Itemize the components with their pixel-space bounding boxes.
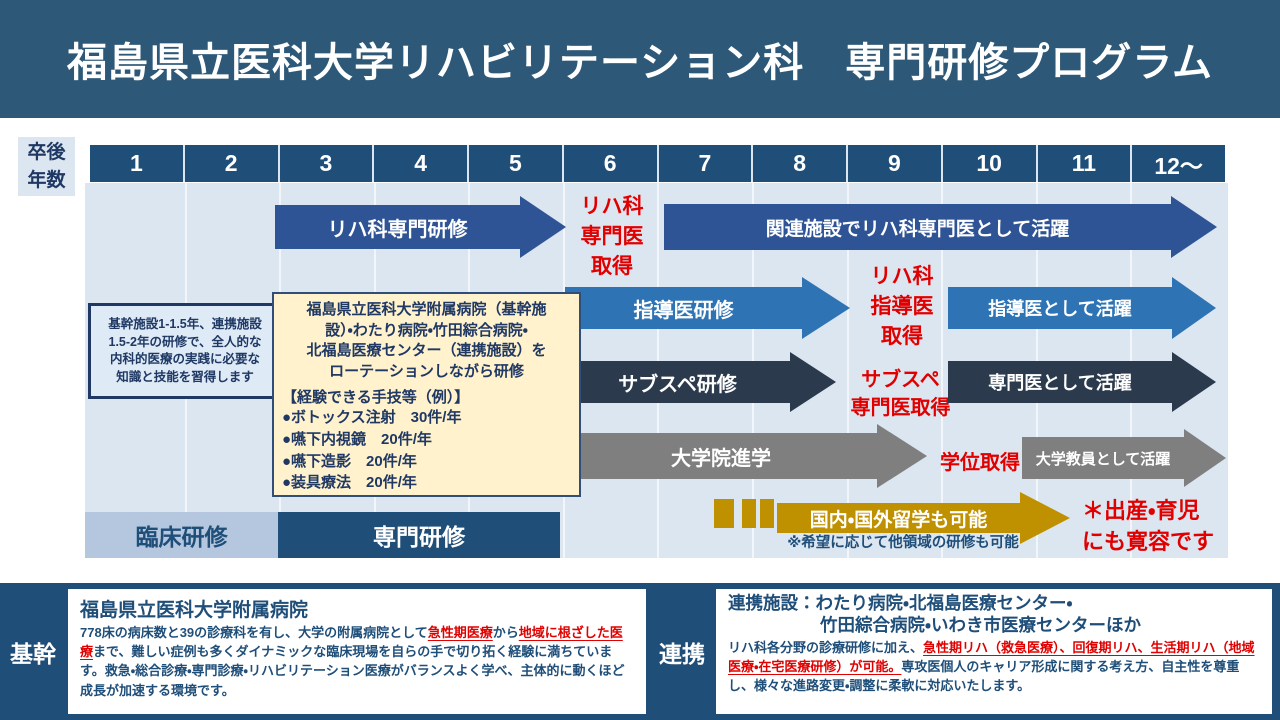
arrow-grad-school: 大学院進学: [565, 424, 927, 488]
year-cell: 8: [753, 145, 848, 182]
partner-facility-box: 連携施設：わたり病院・北福島医療センター・ 竹田綜合病院・いわき市医療センターほ…: [716, 589, 1272, 714]
procedure-item: ●ボトックス注射 30件/年: [282, 409, 462, 427]
arrow-head: [1020, 492, 1070, 544]
gold-dash: [714, 499, 734, 528]
procedure-item: ●嚥下内視鏡 20件/年: [282, 430, 432, 448]
clinical-training-callout: 基幹施設1-1.5年、連携施設 1.5-2年の研修で、全人的な 内科的医療の実践…: [88, 303, 282, 399]
arrow-head: [877, 424, 927, 488]
year-header: 1 2 3 4 5 6 7 8 9 10 11 12～: [90, 145, 1225, 182]
gold-dash: [742, 499, 756, 528]
arrow-head: [1172, 352, 1216, 412]
partner-facility-title-line1: 連携施設：わたり病院・北福島医療センター・: [728, 593, 1073, 613]
partner-facility-description: リハ科各分野の診療研修に加え、急性期リハ（救急医療）、回復期リハ、生活期リハ（地…: [728, 639, 1255, 693]
band-clinical-training: 臨床研修: [85, 512, 278, 558]
rotation-info-box: 福島県立医科大学附属病院（基幹施 設）・わたり病院・竹田綜合病院・ 北福島医療セ…: [272, 292, 581, 497]
arrow-active-instructor: 指導医として活躍: [948, 277, 1216, 339]
core-facility-box: 福島県立医科大学附属病院 778床の病床数と39の診療科を有し、大学の附属病院と…: [68, 589, 646, 714]
year-cell: 2: [185, 145, 280, 182]
band-specialty-training: 専門研修: [278, 512, 560, 558]
partner-facility-title-line2: 竹田綜合病院・いわき市医療センターほか: [820, 615, 1141, 636]
arrow-head: [520, 196, 566, 258]
arrow-active-faculty: 大学教員として活躍: [1022, 429, 1226, 487]
arrow-subspecialty-training: サブスペ研修: [565, 352, 836, 412]
year-cell: 1: [90, 145, 185, 182]
year-cell: 6: [564, 145, 659, 182]
gridline: [847, 183, 849, 558]
core-facility-description: 778床の病床数と39の診療科を有し、大学の附属病院として急性期医療から地域に根…: [80, 625, 625, 698]
study-abroad-note: ※希望に応じて他領域の研修も可能: [787, 535, 1019, 551]
arrow-head: [1184, 429, 1226, 487]
year-cell: 11: [1038, 145, 1133, 182]
arrow-specialist-training: リハ科専門研修: [275, 196, 566, 258]
milestone-subspecialty-obtained: サブスペ 専門医取得: [850, 369, 951, 419]
milestone-instructor-obtained: リハ科 指導医 取得: [870, 265, 934, 348]
arrow-active-specialist: 専門医として活躍: [948, 352, 1216, 412]
axis-label-postgrad-years: 卒後 年数: [18, 137, 75, 196]
arrow-instructor-training: 指導医研修: [565, 277, 850, 339]
maternity-note: ＊出産・育児 にも寛容です: [1082, 498, 1215, 554]
footer-section: 基幹 福島県立医科大学附属病院 778床の病床数と39の診療科を有し、大学の附属…: [0, 583, 1280, 720]
year-cell: 3: [280, 145, 375, 182]
core-facility-title: 福島県立医科大学附属病院: [80, 600, 309, 621]
milestone-degree-obtained: 学位取得: [940, 452, 1020, 474]
core-facility-tag: 基幹: [10, 640, 56, 667]
procedures-title: 【経験できる手技等（例）】: [282, 389, 470, 407]
arrow-head: [790, 352, 836, 412]
year-cell: 5: [469, 145, 564, 182]
page-title: 福島県立医科大学リハビリテーション科 専門研修プログラム: [67, 41, 1213, 85]
procedure-item: ●嚥下造影 20件/年: [282, 452, 417, 470]
arrow-head: [1172, 277, 1216, 339]
arrow-study-abroad: 国内・国外留学も可能: [777, 492, 1070, 544]
milestone-specialist-obtained: リハ科 専門医 取得: [580, 195, 644, 278]
procedure-item: ●装具療法 20件/年: [282, 474, 417, 492]
year-cell: 4: [374, 145, 469, 182]
arrow-head: [1171, 196, 1217, 258]
arrow-head: [802, 277, 850, 339]
partner-facility-tag: 連携: [659, 640, 705, 667]
year-cell: 7: [659, 145, 754, 182]
year-cell: 9: [848, 145, 943, 182]
title-banner: 福島県立医科大学リハビリテーション科 専門研修プログラム: [0, 0, 1280, 118]
gold-dash: [760, 499, 774, 528]
arrow-active-affiliated: 関連施設でリハ科専門医として活躍: [664, 196, 1217, 258]
year-cell: 12～: [1154, 152, 1203, 179]
year-cell: 10: [943, 145, 1038, 182]
gridline: [941, 183, 943, 558]
